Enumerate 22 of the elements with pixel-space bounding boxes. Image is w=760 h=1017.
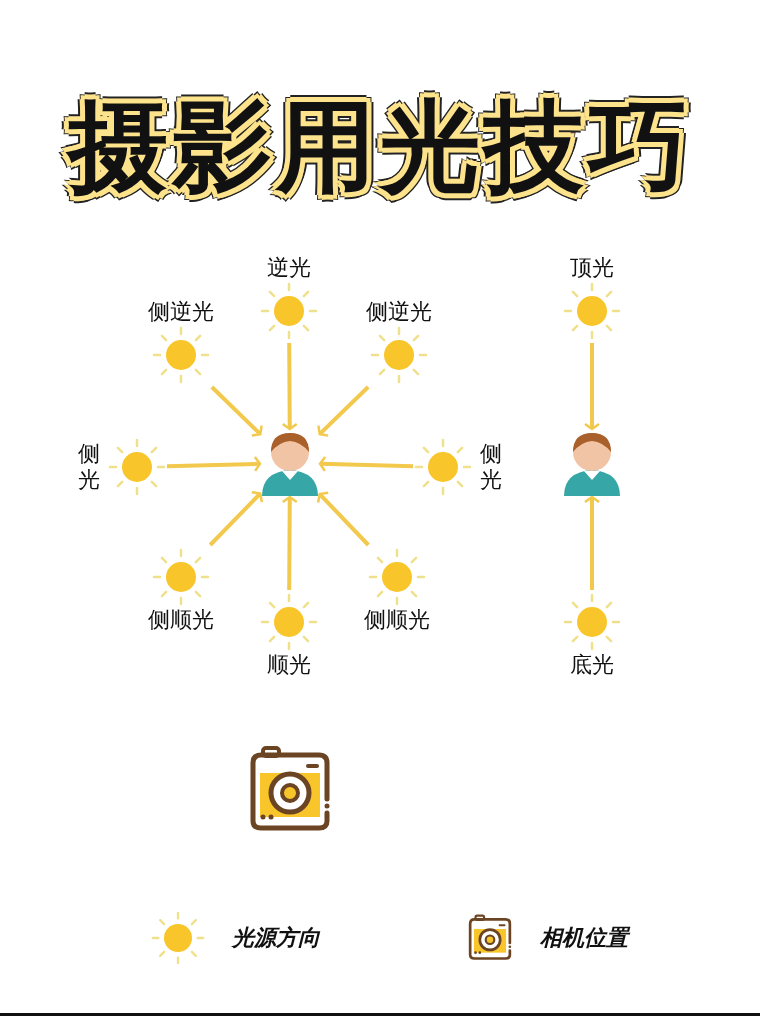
light-label: 侧顺光	[148, 607, 214, 633]
arrow	[317, 385, 370, 437]
light-label: 顺光	[267, 652, 311, 678]
arrow	[583, 495, 601, 590]
arrow	[318, 455, 414, 473]
arrow	[166, 455, 262, 473]
light-label: 底光	[570, 652, 614, 678]
light-label: 顶光	[570, 255, 614, 281]
arrow	[281, 495, 298, 590]
light-label: 侧光	[479, 441, 503, 493]
light-label: 逆光	[267, 255, 311, 281]
arrow	[316, 491, 370, 547]
light-label: 侧顺光	[364, 607, 430, 633]
light-label: 侧逆光	[148, 299, 214, 325]
arrow	[281, 343, 298, 431]
arrow	[210, 385, 263, 437]
light-label: 侧逆光	[366, 299, 432, 325]
title: 摄影用光技巧	[0, 92, 760, 202]
light-label: 侧光	[77, 441, 101, 493]
arrow	[583, 343, 601, 431]
legend-label: 光源方向	[232, 924, 320, 952]
arrow	[208, 490, 264, 547]
